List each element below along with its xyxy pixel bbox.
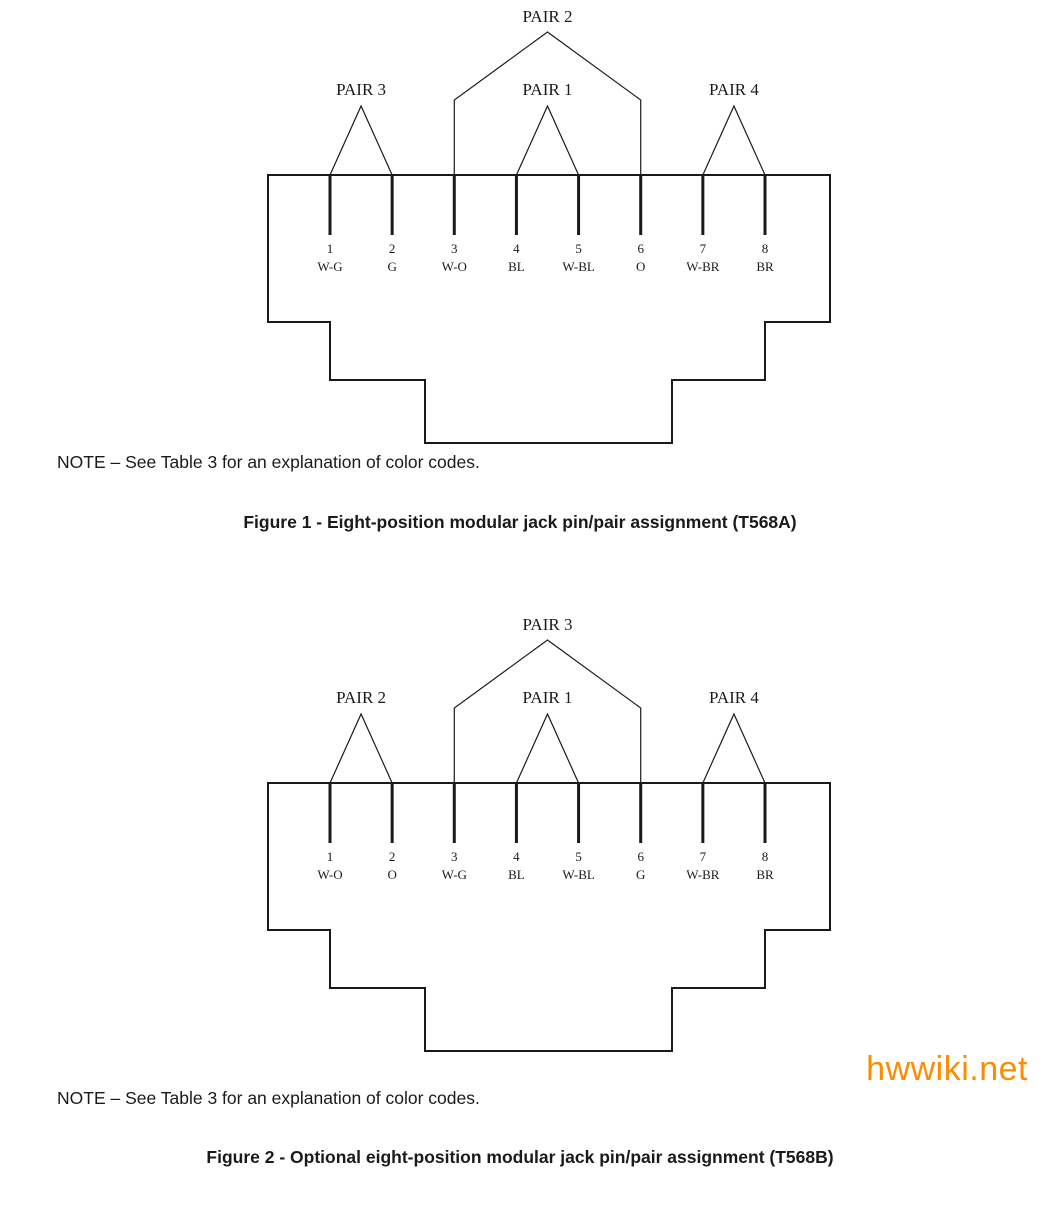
top-pair-bracket: [453, 639, 642, 783]
pair-label: PAIR 2: [336, 688, 386, 707]
pair-label: PAIR 4: [709, 80, 759, 99]
jack-outline: [267, 174, 831, 444]
pin-number-label: 4: [513, 849, 520, 864]
watermark: hwwiki.net: [866, 1050, 1028, 1088]
pin-color-label: BR: [756, 867, 774, 882]
pin-color-label: BR: [756, 259, 774, 274]
pair-label: PAIR 4: [709, 688, 759, 707]
pin-color-label: W-BL: [562, 259, 595, 274]
pin-number-label: 1: [327, 849, 334, 864]
pin-number-label: 5: [575, 849, 582, 864]
pin-color-label: W-BR: [686, 867, 720, 882]
pair-label: PAIR 1: [523, 80, 573, 99]
pin-color-label: W-G: [442, 867, 467, 882]
pin-color-label: O: [636, 259, 645, 274]
pair-bracket: [329, 712, 393, 784]
pin-color-label: W-O: [317, 867, 342, 882]
pin-number-label: 6: [637, 849, 644, 864]
pin-color-label: BL: [508, 867, 525, 882]
pin-number-label: 6: [637, 241, 644, 256]
figure-2-note: NOTE – See Table 3 for an explanation of…: [57, 1088, 480, 1108]
pin-number-label: 4: [513, 241, 520, 256]
pin-color-label: W-O: [442, 259, 467, 274]
pin-color-label: W-BR: [686, 259, 720, 274]
pin-color-label: O: [387, 867, 396, 882]
pin-number-label: 2: [389, 849, 396, 864]
figure-1-caption: Figure 1 - Eight-position modular jack p…: [243, 512, 797, 532]
t568a-jack-diagram: 1W-G 2G 3W-O 4BL 5W-BL 6O 7W-BR 8BR PAIR 3 PAIR 1…: [267, 7, 831, 444]
pin-number-label: 3: [451, 241, 458, 256]
pin-number-label: 7: [700, 849, 707, 864]
pin-color-label: G: [636, 867, 645, 882]
figure-2-caption: Figure 2 - Optional eight-position modul…: [206, 1147, 834, 1167]
pair-bracket: [515, 712, 580, 784]
pin-color-label: W-BL: [562, 867, 595, 882]
top-pair-label: PAIR 3: [523, 615, 573, 634]
pair-label: PAIR 1: [523, 688, 573, 707]
pair-bracket: [702, 712, 766, 784]
pair-bracket: [329, 104, 393, 176]
figure-1-note: NOTE – See Table 3 for an explanation of…: [57, 452, 480, 472]
pin-number-label: 8: [762, 241, 769, 256]
pin-number-label: 7: [700, 241, 707, 256]
top-pair-bracket: [453, 31, 642, 175]
pin-number-label: 5: [575, 241, 582, 256]
pair-label: PAIR 3: [336, 80, 386, 99]
t568b-jack-diagram: 1W-O 2O 3W-G 4BL 5W-BL 6G 7W-BR 8BR PAIR 2 PAIR 1…: [267, 615, 831, 1052]
pin-color-label: W-G: [317, 259, 342, 274]
pin-number-label: 2: [389, 241, 396, 256]
pin-number-label: 1: [327, 241, 334, 256]
top-pair-label: PAIR 2: [523, 7, 573, 26]
pin-color-label: G: [387, 259, 396, 274]
jack-outline: [267, 782, 831, 1052]
pair-bracket: [702, 104, 766, 176]
pin-number-label: 3: [451, 849, 458, 864]
pair-bracket: [515, 104, 580, 176]
pin-color-label: BL: [508, 259, 525, 274]
pin-number-label: 8: [762, 849, 769, 864]
